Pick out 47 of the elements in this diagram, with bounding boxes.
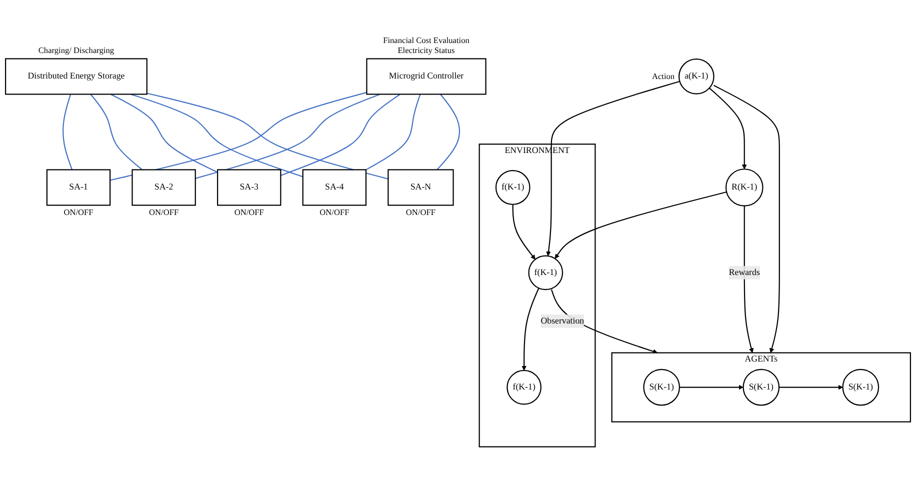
- side-label: Financial Cost Evaluation: [383, 36, 470, 46]
- connector: [366, 94, 421, 170]
- node-circle: [678, 58, 714, 94]
- arrow: [512, 204, 536, 260]
- node-box: [46, 169, 111, 206]
- node-circle: [842, 368, 880, 406]
- node-circle: [495, 170, 530, 205]
- arrow: [714, 84, 780, 354]
- arrow: [546, 80, 680, 256]
- node-box: [217, 169, 282, 206]
- cluster: [611, 352, 911, 422]
- node-circle: [643, 368, 680, 406]
- side-label: Charging/ Discharging: [38, 46, 114, 56]
- side-label: Electricity Status: [398, 46, 455, 56]
- node-box: [388, 169, 454, 206]
- connector: [436, 94, 460, 170]
- node-circle: [742, 368, 780, 406]
- connector: [130, 94, 304, 178]
- side-label: ON/OFF: [234, 208, 264, 218]
- connector: [62, 94, 73, 170]
- node-circle: [506, 370, 542, 405]
- connector: [110, 92, 367, 181]
- arrow: [554, 191, 727, 259]
- side-label: ON/OFF: [64, 208, 94, 218]
- edge-label: Observation: [540, 316, 584, 326]
- node-box: [132, 169, 196, 206]
- connector: [195, 94, 380, 179]
- node-box: [366, 58, 486, 95]
- arrow: [679, 384, 744, 390]
- side-label: ON/OFF: [149, 208, 179, 218]
- side-label: ON/OFF: [320, 208, 350, 218]
- side-label: ON/OFF: [406, 208, 436, 218]
- connector: [90, 94, 142, 170]
- node-box: [5, 58, 148, 95]
- node-circle: [725, 168, 764, 206]
- arrow: [522, 288, 540, 371]
- node-box: [302, 169, 367, 206]
- connector: [146, 92, 388, 180]
- connector: [110, 94, 218, 173]
- side-label: Action: [652, 72, 675, 82]
- edge-label: Rewards: [728, 268, 760, 278]
- arrow: [744, 206, 754, 354]
- connector: [280, 94, 400, 176]
- node-circle: [528, 255, 564, 290]
- arrow: [779, 384, 844, 390]
- cluster: [478, 144, 596, 448]
- arrow: [709, 88, 747, 170]
